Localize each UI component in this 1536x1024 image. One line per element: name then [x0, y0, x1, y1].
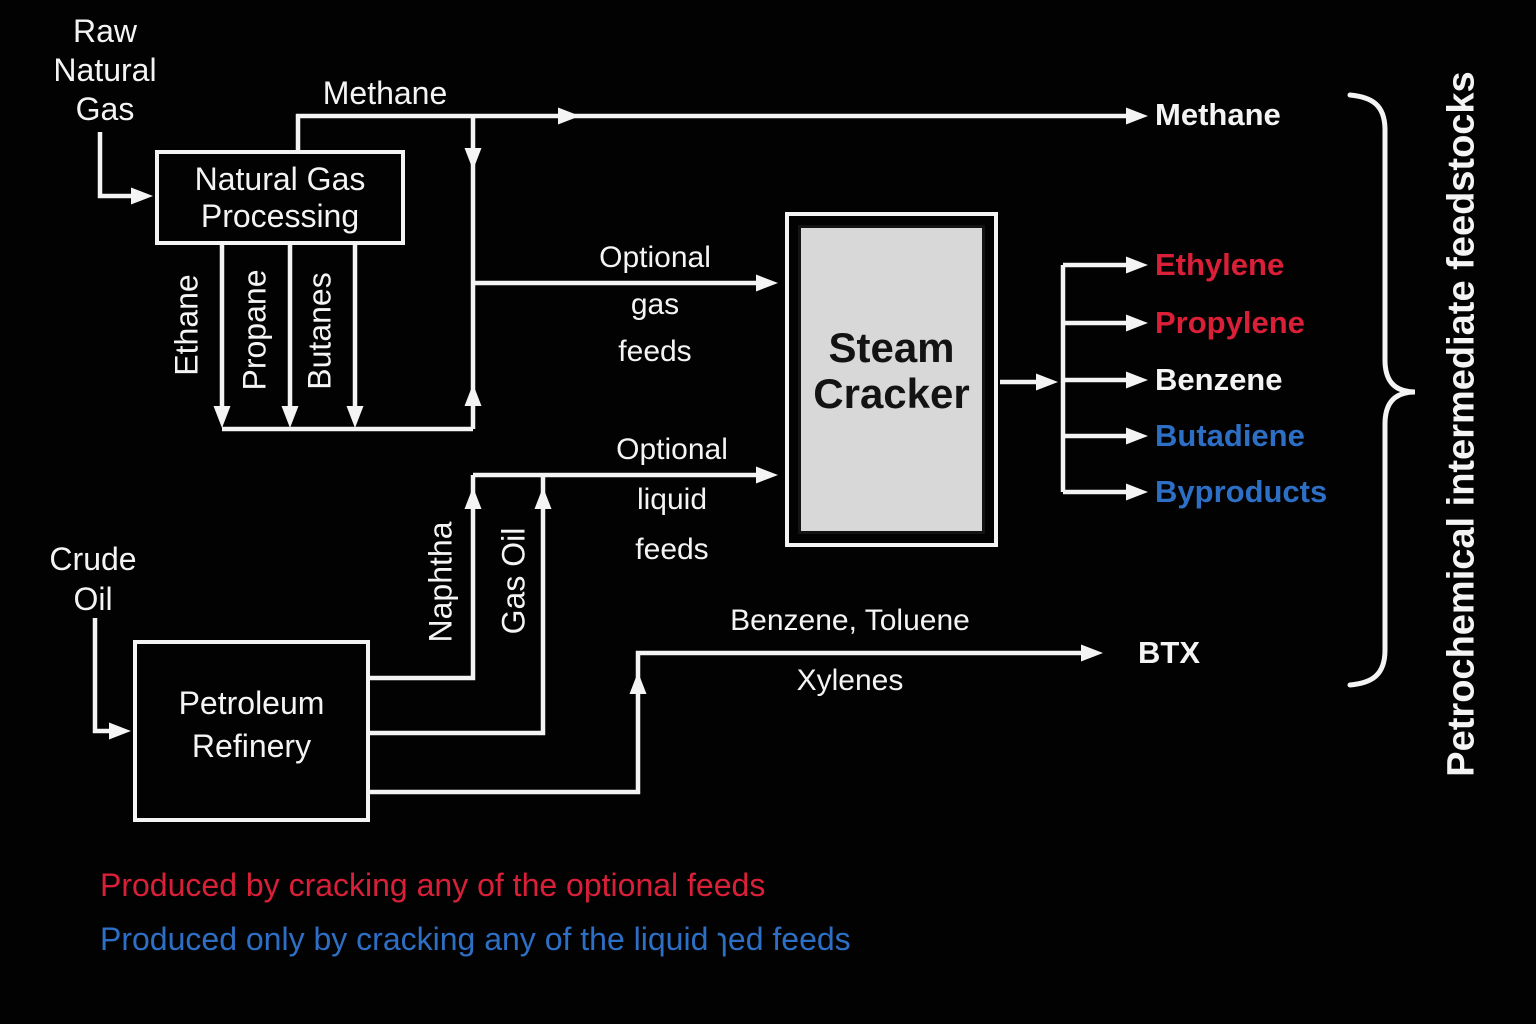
- steam-cracker-box: Steam Cracker: [785, 212, 998, 547]
- steam-cracker-line1: Steam: [828, 323, 955, 371]
- natural-gas-processing-line2: Processing: [200, 197, 360, 234]
- crude-oil-line1: Crude: [49, 541, 137, 577]
- legend-blue-text: Produced only by cracking any of the liq…: [100, 921, 851, 957]
- arrowhead-into-refinery: [109, 722, 131, 740]
- butanes-label: Butanes: [301, 272, 338, 390]
- optional-gas-feeds-line3: feeds: [618, 335, 692, 368]
- optional-gas-feeds-label: Optional gas feeds: [555, 234, 755, 375]
- petroleum-refinery-line1: Petroleum: [178, 685, 325, 721]
- btx-feed-label-line2: Xylenes: [796, 664, 904, 697]
- output-propylene: Propylene: [1155, 305, 1305, 340]
- crude-oil-label: Crude Oil: [33, 539, 153, 619]
- arrowhead-ethylene: [1126, 256, 1148, 274]
- natural-gas-processing-line1: Natural Gas: [194, 160, 366, 197]
- crude-oil-line: [92, 618, 114, 734]
- naphtha-label: Naphtha: [422, 521, 459, 643]
- arrowhead-into-ngp: [131, 187, 153, 205]
- arrowhead-naphtha: [464, 487, 482, 509]
- output-butadiene: Butadiene: [1155, 418, 1305, 453]
- optional-liquid-feeds-label: Optional liquid feeds: [572, 425, 772, 575]
- raw-natural-gas-line2: Natural: [53, 52, 157, 88]
- optional-liquid-feeds-line1: Optional: [616, 433, 728, 466]
- arrowhead-propane: [281, 406, 299, 428]
- optional-gas-feeds-line1: Optional: [599, 241, 711, 274]
- optional-gas-feeds-line2: gas: [630, 288, 680, 321]
- arrowheads: [109, 107, 1148, 740]
- raw-natural-gas-label: Raw Natural Gas: [35, 12, 175, 129]
- petrochemical-feedstocks-side-label: Petrochemical intermediate feedstocks: [1440, 71, 1483, 777]
- output-benzene: Benzene: [1155, 362, 1283, 397]
- legend-red-text: Produced by cracking any of the optional…: [100, 867, 766, 903]
- naphtha-line: [368, 475, 476, 681]
- arrowhead-propylene: [1126, 314, 1148, 332]
- output-btx: BTX: [1138, 635, 1200, 670]
- arrowhead-collector-up: [464, 384, 482, 406]
- arrowhead-methane-mid: [558, 107, 580, 125]
- arrowhead-btx-end: [1081, 644, 1103, 662]
- steam-cracker-line2: Cracker: [813, 369, 970, 417]
- raw-natural-gas-line1: Raw: [72, 13, 137, 49]
- petroleum-refinery-line2: Refinery: [191, 728, 312, 764]
- arrowhead-gas-feeds: [756, 274, 778, 292]
- gas-oil-line: [368, 475, 546, 736]
- arrowhead-byproducts: [1126, 483, 1148, 501]
- btx-feed-label-line1: Benzene, Toluene: [730, 604, 970, 637]
- optional-liquid-feeds-line3: feeds: [635, 533, 709, 566]
- arrowhead-cracker-output: [1036, 373, 1058, 391]
- output-methane: Methane: [1155, 97, 1281, 132]
- arrowhead-methane-end: [1126, 107, 1148, 125]
- arrowhead-btx-riser: [629, 672, 647, 694]
- natural-gas-processing-box: Natural Gas Processing: [155, 150, 405, 245]
- gas-oil-label: Gas Oil: [495, 527, 532, 635]
- output-ethylene: Ethylene: [1155, 247, 1285, 282]
- arrowhead-gas-oil: [534, 487, 552, 509]
- raw-natural-gas-line3: Gas: [75, 91, 135, 127]
- propane-label: Propane: [236, 269, 273, 391]
- output-byproducts: Byproducts: [1155, 474, 1328, 509]
- raw-gas-line: [97, 132, 134, 199]
- methane-line: [295, 113, 1128, 150]
- steam-cracker-inner: Steam Cracker: [798, 225, 985, 534]
- arrowhead-butanes: [346, 406, 364, 428]
- petroleum-refinery-box: Petroleum Refinery: [133, 640, 370, 822]
- arrowhead-liquid-feeds: [756, 466, 778, 484]
- optional-liquid-feeds-line2: liquid: [636, 483, 708, 516]
- ethane-label: Ethane: [168, 274, 205, 376]
- arrowhead-butadiene: [1126, 427, 1148, 445]
- arrowhead-methane-branch-down: [464, 148, 482, 170]
- methane-top-label: Methane: [322, 75, 448, 111]
- arrowhead-ethane: [213, 406, 231, 428]
- arrowhead-benzene: [1126, 371, 1148, 389]
- btx-line: [368, 650, 1083, 795]
- crude-oil-line2: Oil: [73, 581, 113, 617]
- feedstocks-brace: [1347, 92, 1416, 688]
